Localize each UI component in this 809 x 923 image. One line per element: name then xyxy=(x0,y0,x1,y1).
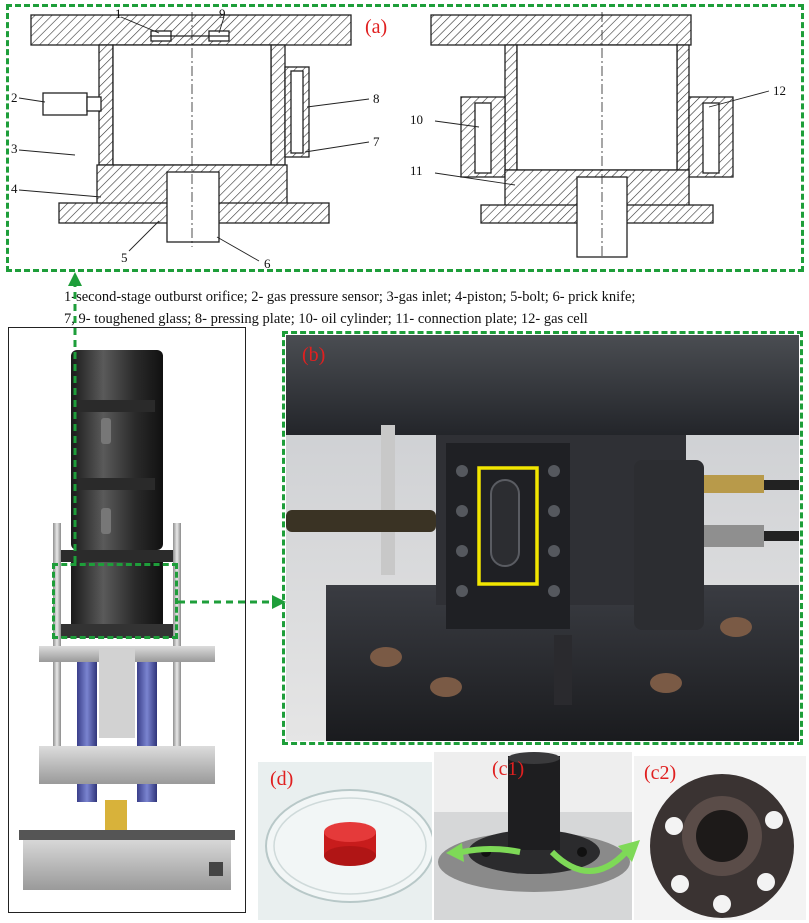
left-assembly-drawing xyxy=(30,12,352,247)
top-flange xyxy=(286,335,799,435)
part-number-9: 9 xyxy=(219,7,226,21)
panel-label-c2: (c2) xyxy=(644,762,677,784)
caption-line-1: 1-second-stage outburst orifice; 2- gas … xyxy=(64,289,636,305)
panel-label-c1: (c1) xyxy=(492,758,525,780)
panel-label-a: (a) xyxy=(365,16,388,38)
part-number-11: 11 xyxy=(410,163,423,178)
ring-bolt-holes xyxy=(665,811,783,913)
sample-photo xyxy=(258,762,432,920)
caption-line-2: 7, 9- toughened glass; 8- pressing plate… xyxy=(64,311,588,327)
panel-b-frame xyxy=(282,331,803,745)
part-number-2: 2 xyxy=(11,90,18,105)
part-number-8: 8 xyxy=(373,91,380,106)
plate-bolt-heads xyxy=(456,465,560,597)
cross-section-drawing: 1 9 2 3 4 5 6 7 8 10 11 12 xyxy=(11,7,786,269)
panel-label-b: (b) xyxy=(302,344,326,366)
ring-part-photo xyxy=(634,756,806,920)
part-number-1: 1 xyxy=(115,7,122,21)
panel-a-frame xyxy=(6,4,804,272)
part-number-4: 4 xyxy=(11,181,18,196)
base-bolt-heads xyxy=(370,617,752,697)
part-number-6: 6 xyxy=(264,256,271,269)
prick-knife-photo xyxy=(434,752,632,920)
parts-legend-caption: 1-second-stage outburst orifice; 2- gas … xyxy=(64,286,804,330)
zoom-region-box xyxy=(52,563,178,639)
red-coal-sample xyxy=(324,846,376,866)
panel-label-d: (d) xyxy=(270,768,294,790)
part-number-5: 5 xyxy=(121,250,128,265)
part-number-7: 7 xyxy=(373,134,380,149)
part-number-3: 3 xyxy=(11,141,18,156)
part-number-10: 10 xyxy=(410,112,423,127)
arrow-right-icon xyxy=(272,595,286,609)
observation-window xyxy=(490,479,520,567)
leader-lines xyxy=(18,16,770,262)
right-assembly-drawing xyxy=(430,12,734,258)
brass-fitting xyxy=(105,800,127,836)
oil-cylinder xyxy=(634,460,704,630)
side-pipe xyxy=(286,510,436,532)
arrow-up-icon xyxy=(68,272,82,286)
apparatus-photo xyxy=(286,335,799,741)
tube-part xyxy=(508,756,560,850)
part-number-12: 12 xyxy=(773,83,786,98)
glass-highlight-box xyxy=(477,466,539,586)
